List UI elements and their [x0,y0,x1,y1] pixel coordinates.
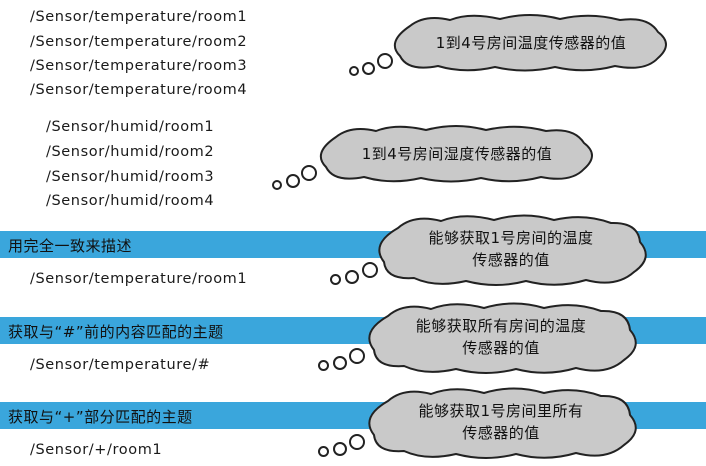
thought-dot [272,180,282,190]
topic-humid-room4: /Sensor/humid/room4 [46,193,215,209]
cloud-text: 1到4号房间湿度传感器的值 [361,145,553,163]
cloud-bubble-hash: 能够获取所有房间的温度 传感器的值 [366,302,637,374]
cloud-bubble-plus: 能够获取1号房间里所有 传感器的值 [366,387,637,459]
cloud-shape [393,14,667,72]
thought-dot [318,446,329,457]
cloud-text-line2: 传感器的值 [462,424,540,442]
thought-dot [301,165,317,181]
thought-dot [333,356,347,370]
topic-humid-room2: /Sensor/humid/room2 [46,144,215,160]
topic-temperature-room3: /Sensor/temperature/room3 [30,58,248,74]
cloud-shape [368,302,637,374]
cloud-text-line2: 传感器的值 [462,339,540,357]
cloud-bubble-exact: 能够获取1号房间的温度 传感器的值 [376,214,647,286]
topic-humid-room3: /Sensor/humid/room3 [46,169,215,185]
thought-dot [333,442,347,456]
topic-humid-room1: /Sensor/humid/room1 [46,119,215,135]
thought-dot [349,66,359,76]
thought-dot [362,262,378,278]
topic-temperature-room2: /Sensor/temperature/room2 [30,34,248,50]
cloud-text-line2: 传感器的值 [472,251,550,269]
topic-example-hash: /Sensor/temperature/# [30,357,211,373]
cloud-bubble-humid: 1到4号房间湿度传感器的值 [316,125,598,183]
cloud-shape [319,125,593,183]
cloud-shape [368,387,637,459]
section-heading: 获取与“#”前的内容匹配的主题 [8,323,224,341]
thought-dot [318,360,329,371]
topic-example-exact: /Sensor/temperature/room1 [30,271,248,287]
thought-dot [349,348,365,364]
thought-dot [345,270,359,284]
thought-dot [349,434,365,450]
cloud-bubble-temperature: 1到4号房间温度传感器的值 [390,14,672,72]
section-heading: 获取与“+”部分匹配的主题 [8,408,193,426]
thought-dot [377,53,393,69]
topic-temperature-room1: /Sensor/temperature/room1 [30,9,248,25]
cloud-text-line1: 能够获取1号房间的温度 [428,229,594,247]
section-heading: 用完全一致来描述 [8,237,133,255]
thought-dot [362,62,375,75]
cloud-text-line1: 能够获取所有房间的温度 [415,317,587,335]
cloud-shape [378,214,647,286]
topic-temperature-room4: /Sensor/temperature/room4 [30,82,248,98]
cloud-text-line1: 能够获取1号房间里所有 [418,402,584,420]
topic-example-plus: /Sensor/+/room1 [30,442,163,458]
cloud-text: 1到4号房间温度传感器的值 [435,34,627,52]
thought-dot [330,274,341,285]
thought-dot [286,174,300,188]
